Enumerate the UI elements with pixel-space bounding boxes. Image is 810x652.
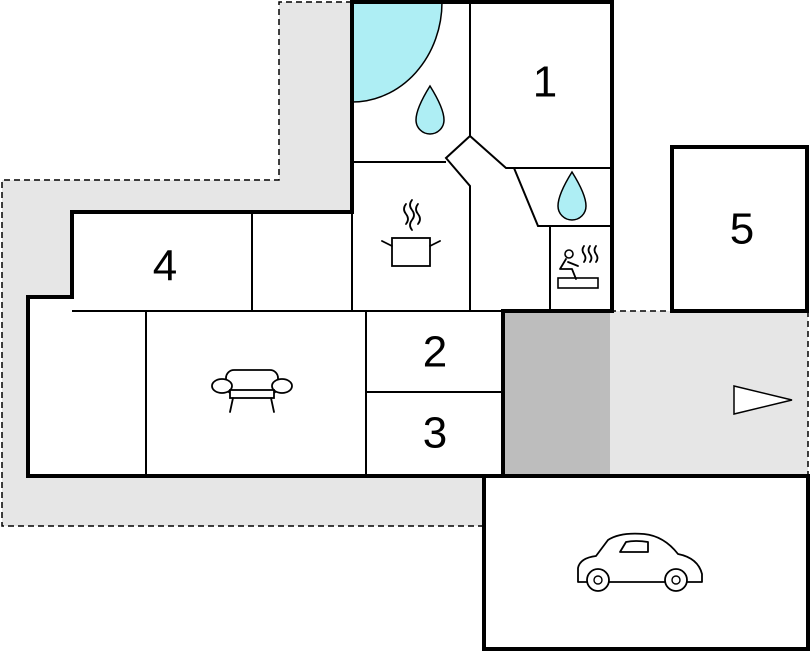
pool-icon [351,1,443,103]
water-drop-icon [557,170,587,221]
terrace-right [610,310,809,476]
room-label-1: 1 [533,58,557,107]
room-label-2: 2 [423,328,447,377]
car-icon [577,532,703,592]
garage [482,474,810,651]
inner-walls [72,2,612,476]
covered-area [503,311,610,476]
sofa-icon [211,369,293,413]
house-floor [28,2,612,476]
room-label-3: 3 [423,409,447,458]
sauna-icon [557,245,599,289]
cooking-pot-icon [381,199,441,267]
building-5 [670,145,809,313]
house-outer-wall [26,0,614,478]
room-label-4: 4 [153,242,177,291]
room-label-5: 5 [730,205,754,254]
water-drop-icon [415,84,445,135]
entrance-arrow-icon [733,385,793,415]
terrace-left [1,1,482,527]
